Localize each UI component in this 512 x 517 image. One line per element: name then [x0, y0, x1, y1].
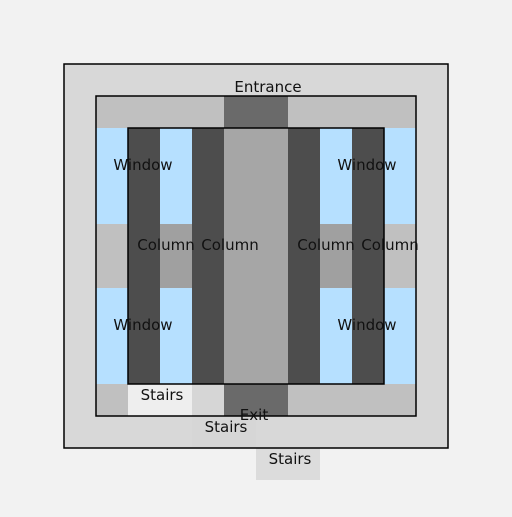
entrance-door	[224, 96, 288, 128]
hall-outline	[127, 127, 385, 385]
column-label-4: Column	[361, 236, 418, 254]
central-aisle	[224, 128, 288, 384]
window-label-bottom-left: Window	[113, 316, 172, 334]
column-dark-2	[192, 128, 224, 384]
column-label-3: Column	[297, 236, 354, 254]
column-segment-right	[320, 224, 352, 288]
stairs-outside	[256, 448, 320, 480]
exit-door	[224, 384, 288, 416]
column-segment-left	[160, 224, 192, 288]
inner-outline	[95, 95, 417, 417]
stairs-label-1: Stairs	[141, 386, 184, 404]
column-dark-1	[128, 128, 160, 384]
window-top-right-b	[384, 128, 416, 224]
outer-outline	[63, 63, 449, 449]
window-top-right-a	[320, 128, 352, 224]
window-top-left-a	[96, 128, 128, 224]
entrance-label: Entrance	[234, 78, 301, 96]
stairs-label-3: Stairs	[269, 450, 312, 468]
window-bottom-right-b	[384, 288, 416, 384]
column-label-1: Column	[137, 236, 194, 254]
window-bottom-left-b	[160, 288, 192, 384]
stairs-inner	[128, 384, 192, 416]
window-label-top-left: Window	[113, 156, 172, 174]
window-top-left-b	[160, 128, 192, 224]
window-bottom-right-a	[320, 288, 352, 384]
column-dark-3	[288, 128, 320, 384]
stairs-label-2: Stairs	[205, 418, 248, 436]
column-dark-4	[352, 128, 384, 384]
window-label-top-right: Window	[337, 156, 396, 174]
window-bottom-left-a	[96, 288, 128, 384]
stairs-middle	[192, 416, 256, 448]
column-label-2: Column	[201, 236, 258, 254]
stairs-inner-step	[192, 384, 224, 416]
window-label-bottom-right: Window	[337, 316, 396, 334]
exit-label: Exit	[240, 406, 269, 424]
